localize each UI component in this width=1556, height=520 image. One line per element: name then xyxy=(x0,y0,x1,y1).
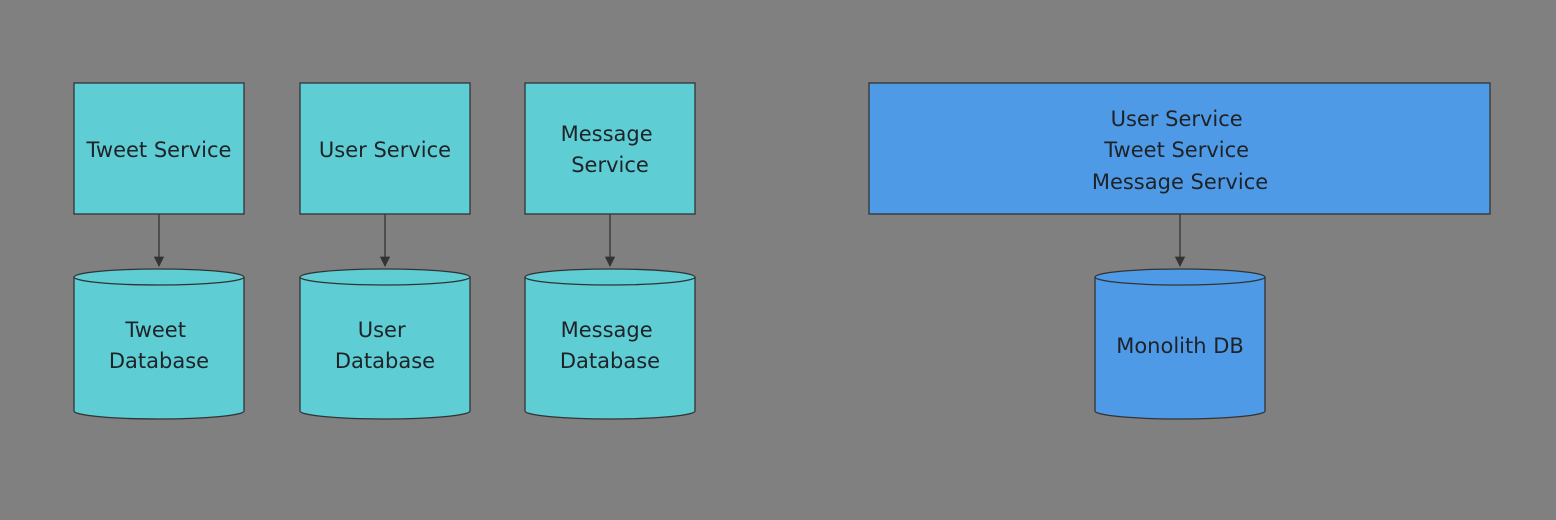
tweet-database-label: Tweet Database xyxy=(109,318,209,373)
monolith-database-top xyxy=(1094,268,1266,286)
user-database-label: User Database xyxy=(335,318,435,373)
message-database-label-line: Database xyxy=(560,349,660,373)
message-service-label-line: Message xyxy=(561,122,653,146)
monolith-database-label: Monolith DB xyxy=(1116,334,1244,358)
monolith-service-box[interactable] xyxy=(868,82,1491,215)
monolith-database-body xyxy=(1094,277,1266,420)
tweet-service-label: Tweet Service xyxy=(86,138,232,162)
user-database-body xyxy=(299,277,471,420)
monolith-service-label-line: Message Service xyxy=(1092,170,1268,194)
user-service-box[interactable] xyxy=(299,82,471,215)
tweet-service-box[interactable] xyxy=(73,82,245,215)
tweet-database-label-line: Database xyxy=(109,349,209,373)
tweet-database-body xyxy=(73,277,245,420)
user-database-cylinder[interactable] xyxy=(299,268,471,420)
microservice-column-user: User Service User Database xyxy=(299,82,471,420)
monolith-group: User Service Tweet Service Message Servi… xyxy=(868,82,1491,420)
message-database-body xyxy=(524,277,696,420)
monolith-database-cylinder[interactable] xyxy=(1094,268,1266,420)
message-database-top xyxy=(524,268,696,286)
user-database-label-line: Database xyxy=(335,349,435,373)
user-database-label-line: User xyxy=(358,318,406,342)
message-database-label-line: Message xyxy=(561,318,653,342)
tweet-database-top xyxy=(73,268,245,286)
monolith-service-label-line: User Service xyxy=(1111,107,1243,131)
microservice-column-tweet: Tweet Service Tweet Database xyxy=(73,82,245,420)
tweet-database-label-line: Tweet xyxy=(124,318,186,342)
monolith-service-label-line: Tweet Service xyxy=(1103,138,1249,162)
microservice-column-message: Message Service Message Database xyxy=(524,82,696,420)
message-database-label: Message Database xyxy=(560,318,660,373)
message-service-label: Message Service xyxy=(561,122,660,177)
message-service-box[interactable] xyxy=(524,82,696,215)
user-service-label: User Service xyxy=(319,138,451,162)
tweet-service-label-line: Tweet Service xyxy=(86,138,232,162)
user-service-label-line: User Service xyxy=(319,138,451,162)
user-database-top xyxy=(299,268,471,286)
monolith-service-label: User Service Tweet Service Message Servi… xyxy=(1092,107,1268,194)
tweet-database-cylinder[interactable] xyxy=(73,268,245,420)
message-service-label-line: Service xyxy=(571,153,649,177)
message-database-cylinder[interactable] xyxy=(524,268,696,420)
monolith-database-label-line: Monolith DB xyxy=(1116,334,1244,358)
